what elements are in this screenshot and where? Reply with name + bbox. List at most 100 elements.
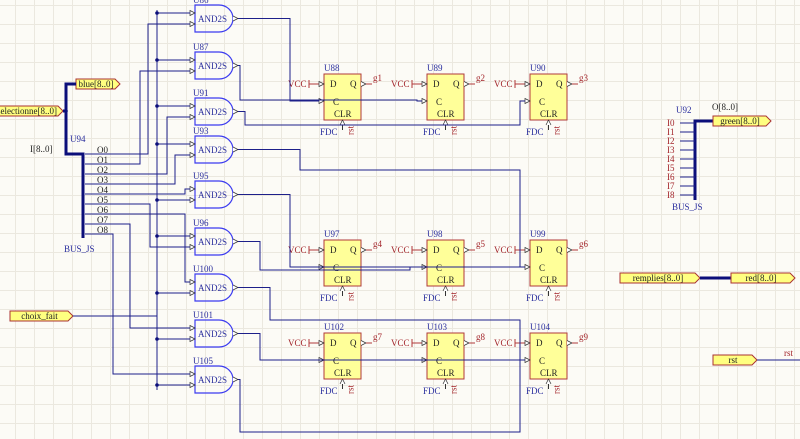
ff-pin-d: D (433, 245, 440, 255)
gate-type: AND2S (198, 61, 227, 71)
vcc-label: VCC (288, 245, 307, 255)
gate-to-clock-wire[interactable] (238, 149, 521, 268)
remplies-port[interactable] (619, 272, 701, 284)
q-pin-icon (566, 340, 573, 346)
gate-to-clock-wire[interactable] (238, 194, 422, 268)
bus-output-wire[interactable] (85, 188, 190, 195)
bus-input-label: I3 (667, 145, 675, 155)
red-port[interactable] (730, 272, 796, 284)
ff-pin-q: Q (556, 245, 563, 255)
bus-right[interactable] (693, 119, 713, 200)
rst-port[interactable] (712, 354, 758, 366)
flip-flop[interactable] (426, 73, 465, 121)
and-gate[interactable] (194, 180, 234, 209)
pin-arrow-icon (524, 80, 531, 88)
pin-arrow-icon (189, 289, 196, 297)
bus-output-wire[interactable] (85, 154, 190, 185)
blue-port-label: blue[8..0] (79, 79, 114, 89)
bus-output-wire[interactable] (85, 233, 190, 375)
pin-arrow-icon (421, 246, 428, 254)
pin-arrow-icon (318, 80, 325, 88)
bus-joiner-input-label: I[8..0] (30, 144, 53, 154)
bus-left[interactable] (64, 82, 85, 238)
gate-to-clock-wire[interactable] (238, 65, 422, 102)
flip-flop[interactable] (323, 73, 362, 121)
clr-net-label: rst (346, 292, 356, 301)
choix-fait-port[interactable] (9, 310, 74, 322)
gate-to-clock-wire[interactable] (238, 100, 525, 126)
junction-dot (155, 142, 159, 146)
q-net-label: g1 (373, 73, 382, 83)
output-pin-icon (232, 238, 239, 245)
and-gate[interactable] (194, 227, 234, 256)
gate-to-clock-wire[interactable] (238, 241, 525, 271)
selectionne-port[interactable] (0, 105, 64, 117)
output-pin-icon (232, 376, 239, 383)
pin-arrow-icon (189, 381, 196, 389)
pin-arrow-icon (189, 370, 196, 378)
and-gate[interactable] (194, 51, 234, 80)
and-gate[interactable] (194, 319, 234, 348)
pin-arrow-icon (189, 56, 196, 64)
and-gate[interactable] (194, 135, 234, 164)
pin-arrow-icon (524, 339, 531, 347)
and-gate[interactable] (194, 273, 234, 302)
and-gate[interactable] (194, 4, 234, 33)
pin-arrow-icon (189, 102, 196, 110)
q-net-label: g4 (373, 239, 383, 249)
bus-input-label: I6 (667, 172, 675, 182)
gate-to-clock-wire[interactable] (238, 333, 422, 361)
flip-flop[interactable] (426, 332, 465, 380)
ff-pin-q: Q (453, 79, 460, 89)
ff-pin-d: D (536, 79, 543, 89)
gate-to-clock-wire[interactable] (238, 18, 319, 102)
gate-designator: U105 (193, 356, 213, 366)
gate-type: AND2S (198, 190, 227, 200)
and-gate[interactable] (194, 365, 234, 394)
clr-pin-icon (545, 378, 552, 385)
pin-arrow-icon (189, 67, 196, 75)
bus-output-wire[interactable] (85, 116, 190, 175)
bus-output-wire[interactable] (85, 213, 190, 283)
flip-flop[interactable] (529, 332, 568, 380)
output-pin-icon (232, 146, 239, 153)
gate-type: AND2S (198, 329, 227, 339)
ff-designator: U88 (324, 63, 340, 73)
bus-output-wire[interactable] (85, 70, 190, 165)
flip-flop[interactable] (426, 239, 465, 287)
bus-output-wire[interactable] (85, 203, 190, 248)
bus-joiner-type: BUS_JS (672, 202, 703, 212)
flip-flop[interactable] (529, 239, 568, 287)
pin-arrow-icon (189, 185, 196, 193)
ff-pin-clr: CLR (334, 109, 352, 119)
clr-net-label: rst (552, 292, 562, 301)
pin-arrow-icon (318, 97, 325, 105)
pin-arrow-icon (524, 263, 531, 271)
clr-pin-icon (545, 285, 552, 292)
bus-output-label: O1 (97, 155, 108, 165)
vcc-label: VCC (391, 79, 410, 89)
pin-arrow-icon (524, 97, 531, 105)
and-gate[interactable] (194, 97, 234, 126)
clr-net-label: rst (346, 385, 356, 394)
flip-flop[interactable] (323, 239, 362, 287)
pin-arrow-icon (189, 140, 196, 148)
green-port[interactable] (712, 115, 772, 127)
bus-output-label: O5 (97, 195, 108, 205)
blue-port[interactable] (75, 78, 121, 90)
bus-output-label: O4 (97, 185, 108, 195)
gate-designator: U93 (193, 126, 209, 136)
bus-output-wire[interactable] (85, 223, 190, 329)
pin-arrow-icon (524, 356, 531, 364)
ff-pin-clr: CLR (334, 275, 352, 285)
gate-type: AND2S (198, 107, 227, 117)
bus-output-wire[interactable] (85, 23, 190, 155)
gate-to-clock-wire[interactable] (238, 287, 521, 361)
green-port-label: green[8..0] (720, 116, 759, 126)
flip-flop[interactable] (323, 332, 362, 380)
ff-designator: U89 (427, 63, 443, 73)
gate-to-clock-wire[interactable] (238, 359, 525, 433)
pin-arrow-icon (318, 246, 325, 254)
